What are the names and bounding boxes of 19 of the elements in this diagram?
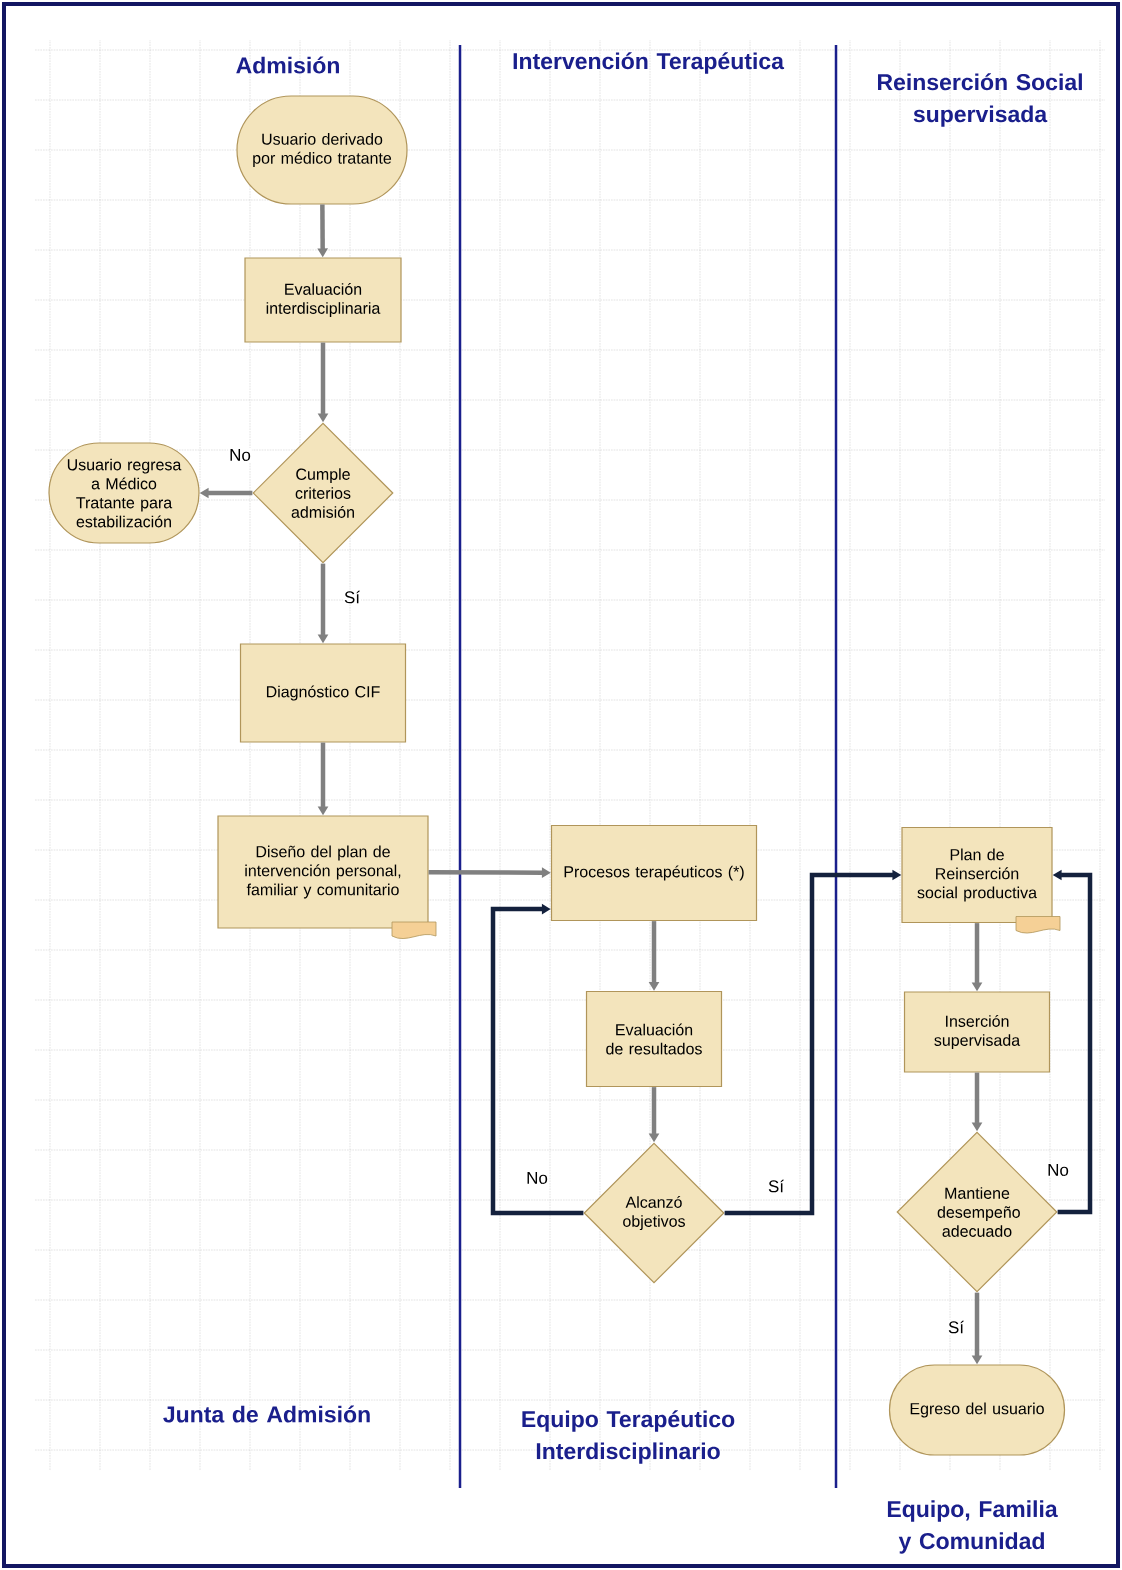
terminal-box: Usuario derivado por médico tratante	[236, 95, 408, 205]
lane-title: Reinserción Social supervisada	[878, 73, 1082, 127]
lane-title: Intervención Terapéutica	[513, 52, 785, 74]
process-box: Diagnóstico CIF	[239, 643, 407, 743]
process-box: Diseño del plan de intervención personal, familiar y comunitario	[217, 815, 429, 929]
lane-title: Admisión	[236, 56, 339, 74]
edge-label: No	[228, 448, 252, 462]
lane-title: Equipo Terapéutico Interdisciplinario	[522, 1410, 735, 1464]
process-box: Procesos terapéuticos (*)	[550, 824, 758, 922]
arrow	[490, 903, 584, 1216]
terminal-box: Usuario regresa a Médico Tratante para estabilización	[48, 442, 200, 544]
process-box: Evaluación interdisciplinaria	[244, 257, 402, 343]
edge-label: No	[525, 1171, 549, 1185]
lane-title: Junta de Admisión	[163, 1405, 370, 1423]
process-box: Evaluación de resultados	[585, 990, 723, 1088]
lane-title: Equipo, Familia y Comunidad	[887, 1500, 1058, 1554]
process-box: Plan de Reinserción social productiva	[901, 826, 1053, 924]
edge-label: No	[1046, 1163, 1070, 1177]
process-box: Inserción supervisada	[903, 991, 1051, 1073]
